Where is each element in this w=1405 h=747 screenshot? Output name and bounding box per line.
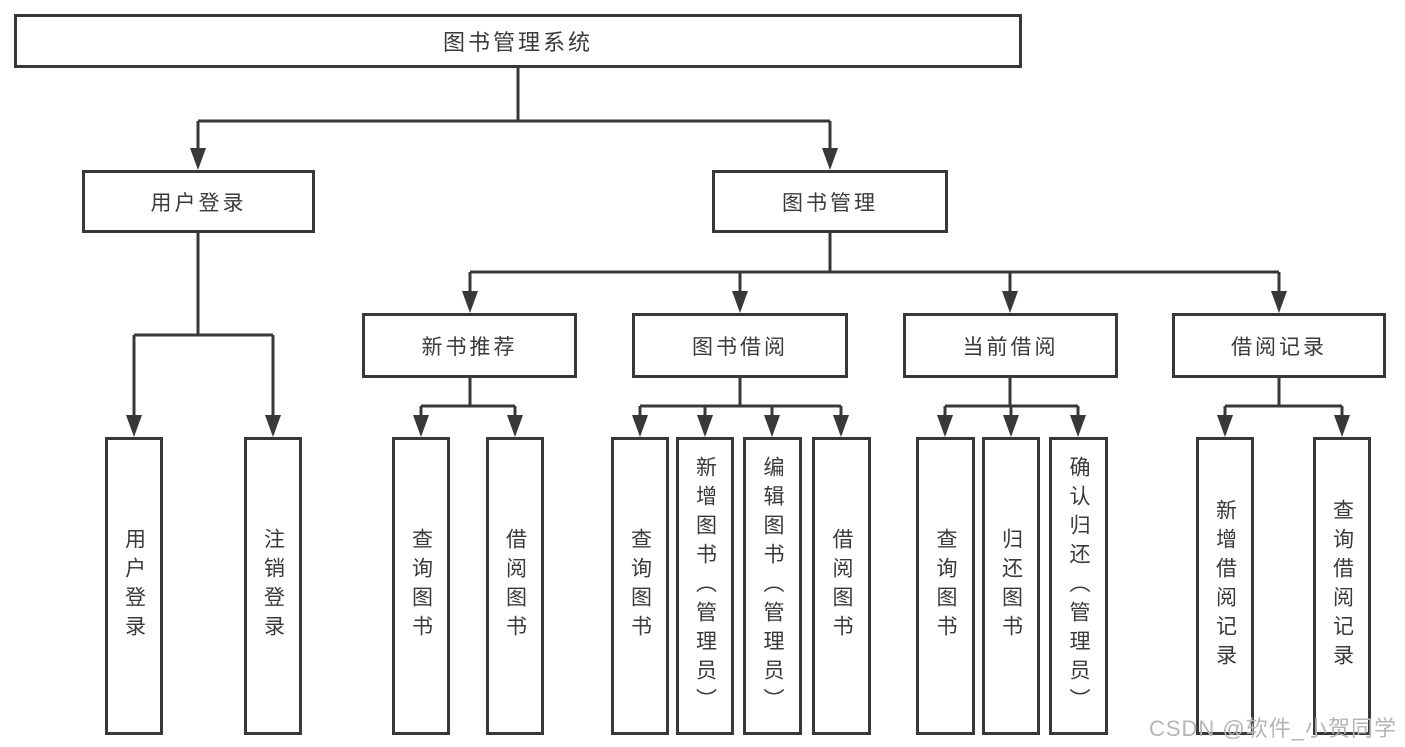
node-book-management-label: 图书管理 — [782, 191, 878, 215]
leaf-return-books: 归还图书 — [982, 437, 1040, 735]
leaf-query-books-current-label: 查询图书 — [934, 528, 957, 644]
leaf-logout-login: 注销登录 — [244, 437, 302, 735]
leaf-add-book-admin: 新增图书（管理员） — [676, 437, 734, 735]
node-new-book-recommend-label: 新书推荐 — [421, 335, 518, 359]
leaf-borrow-books-2-label: 借阅图书 — [830, 528, 853, 644]
node-book-borrowing-label: 图书借阅 — [692, 335, 788, 359]
leaf-add-borrow-record: 新增借阅记录 — [1196, 437, 1254, 735]
leaf-query-borrow-record: 查询借阅记录 — [1313, 437, 1371, 735]
leaf-add-borrow-record-label: 新增借阅记录 — [1213, 499, 1237, 673]
leaf-logout-login-label: 注销登录 — [261, 528, 285, 644]
node-user-login: 用户登录 — [82, 170, 315, 233]
node-borrowing-records-label: 借阅记录 — [1231, 335, 1327, 359]
node-borrowing-records: 借阅记录 — [1172, 313, 1386, 378]
node-current-borrowing: 当前借阅 — [903, 313, 1118, 378]
node-current-borrowing-label: 当前借阅 — [962, 335, 1059, 359]
node-root: 图书管理系统 — [14, 14, 1022, 68]
leaf-borrow-books-recommend: 借阅图书 — [486, 437, 544, 735]
leaf-user-login-label: 用户登录 — [122, 528, 146, 644]
node-user-login-label: 用户登录 — [150, 191, 247, 215]
leaf-query-books-recommend-label: 查询图书 — [409, 528, 433, 644]
node-book-management: 图书管理 — [712, 170, 948, 233]
leaf-add-book-admin-label: 新增图书（管理员） — [693, 455, 717, 717]
leaf-query-books-recommend: 查询图书 — [392, 437, 450, 735]
node-book-borrowing: 图书借阅 — [632, 313, 848, 378]
watermark: CSDN @软件_小贺同学 — [1148, 716, 1397, 741]
leaf-user-login: 用户登录 — [105, 437, 163, 735]
leaf-query-books-borrowing-label: 查询图书 — [628, 528, 652, 644]
leaf-query-books-current: 查询图书 — [916, 437, 975, 735]
node-root-label: 图书管理系统 — [442, 30, 593, 55]
leaf-confirm-return-admin: 确认归还（管理员） — [1049, 437, 1108, 735]
leaf-edit-book-admin-label: 编辑图书（管理员） — [761, 455, 784, 717]
leaf-confirm-return-admin-label: 确认归还（管理员） — [1067, 455, 1090, 717]
leaf-borrow-books-recommend-label: 借阅图书 — [503, 528, 527, 644]
leaf-borrow-books-2: 借阅图书 — [812, 437, 871, 735]
leaf-edit-book-admin: 编辑图书（管理员） — [743, 437, 802, 735]
node-new-book-recommend: 新书推荐 — [362, 313, 577, 378]
leaf-query-books-borrowing: 查询图书 — [611, 437, 669, 735]
leaf-query-borrow-record-label: 查询借阅记录 — [1330, 499, 1354, 673]
arrowhead-icons — [126, 148, 1350, 437]
leaf-return-books-label: 归还图书 — [999, 528, 1023, 644]
